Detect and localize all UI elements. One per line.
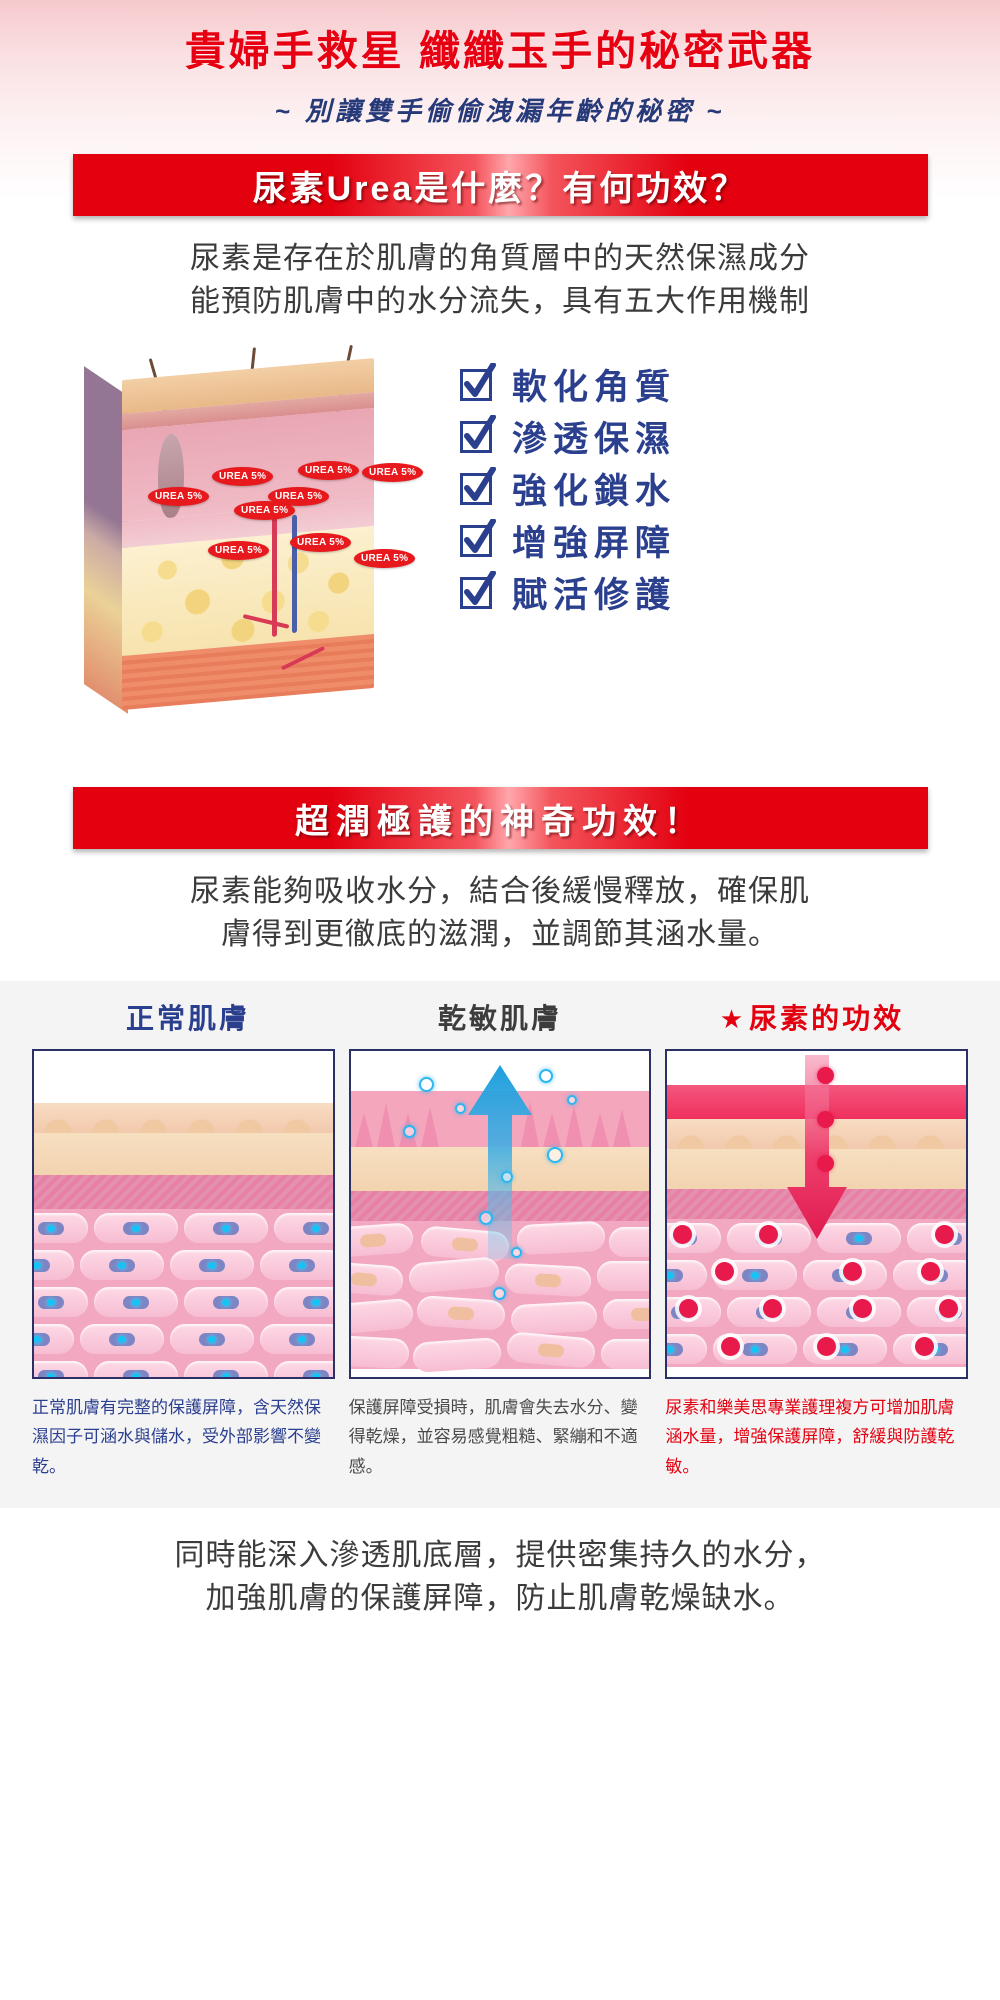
water-droplet-icon — [492, 1286, 506, 1300]
urea-molecule-icon — [817, 1336, 837, 1356]
urea-molecule-icon — [759, 1224, 779, 1244]
water-droplet-icon — [418, 1076, 434, 1092]
urea-intro-line-2: 能預防肌膚中的水分流失，具有五大作用機制 — [190, 284, 810, 318]
urea-badge: UREA 5% — [212, 467, 274, 487]
page-title: 貴婦手救星 纖纖玉手的秘密武器 — [184, 28, 816, 74]
caption-normal-skin: 正常肌膚有完整的保護屏障，含天然保濕因子可涵水與儲水，受外部影響不變乾。 — [32, 1397, 321, 1477]
water-droplet-icon — [500, 1170, 513, 1183]
urea-badge: UREA 5% — [362, 463, 424, 483]
panel-urea-effect — [665, 1048, 969, 1379]
checklist-item-label: 軟化角質 — [512, 368, 677, 408]
caption-dry-skin: 保護屏障受損時，肌膚會失去水分、變得乾燥，並容易感覺粗糙、緊繃和不適感。 — [348, 1397, 638, 1477]
urea-penetration-down-arrow-icon — [786, 1054, 847, 1239]
checklist-item[interactable]: 滲透保濕 — [460, 414, 676, 459]
urea-molecule-icon — [817, 1154, 835, 1172]
blood-vessel-vein — [292, 515, 297, 634]
urea-molecule-icon — [935, 1224, 955, 1244]
banner-super-moisture: 超潤極護的神奇功效！ — [72, 787, 928, 850]
checklist-item-label: 賦活修護 — [512, 576, 677, 616]
water-droplet-icon — [538, 1068, 553, 1083]
banner-urea-intro: 尿素Urea是什麼？有何功效？ — [72, 154, 928, 217]
water-droplet-icon — [402, 1124, 416, 1138]
check-mark-icon — [464, 518, 496, 553]
skin-cross-section-diagram: UREA 5% UREA 5% UREA 5% UREA 5% UREA 5% … — [84, 341, 424, 761]
column-heading-normal-skin-label: 正常肌膚 — [125, 1002, 250, 1034]
page-subtitle: ~ 別讓雙手偷偷洩漏年齡的秘密 ~ — [274, 96, 726, 127]
urea-badge: UREA 5% — [298, 461, 360, 481]
checkbox-checked-icon[interactable] — [460, 362, 496, 401]
banner-urea-intro-label: 尿素Urea是什麼？有何功效？ — [252, 169, 748, 208]
urea-molecule-icon — [939, 1298, 959, 1318]
checkbox-checked-icon[interactable] — [460, 414, 496, 453]
effect-line-2: 膚得到更徹底的滋潤，並調節其涵水量。 — [221, 918, 779, 952]
urea-molecule-icon — [915, 1336, 935, 1356]
urea-intro-paragraph: 尿素是存在於肌膚的角質層中的天然保濕成分 能預防肌膚中的水分流失，具有五大作用機… — [0, 238, 1000, 323]
check-mark-icon — [464, 570, 496, 605]
hair-follicle-icon — [158, 433, 184, 520]
comparison-captions: 正常肌膚有完整的保護屏障，含天然保濕因子可涵水與儲水，受外部影響不變乾。 保護屏… — [0, 1379, 1000, 1482]
water-droplet-icon — [546, 1146, 563, 1163]
effect-line-1: 尿素能夠吸收水分，結合後緩慢釋放，確保肌 — [190, 875, 810, 909]
urea-molecule-icon — [817, 1110, 835, 1128]
checklist-item-label: 滲透保濕 — [512, 420, 677, 460]
closing-line-2: 加強肌膚的保護屏障，防止肌膚乾燥缺水。 — [205, 1582, 795, 1616]
urea-badge: UREA 5% — [234, 501, 296, 521]
effect-paragraph: 尿素能夠吸收水分，結合後緩慢釋放，確保肌 膚得到更徹底的滋潤，並調節其涵水量。 — [0, 871, 1000, 956]
urea-molecule-icon — [721, 1336, 741, 1356]
checklist-item[interactable]: 強化鎖水 — [460, 466, 676, 511]
urea-badge: UREA 5% — [290, 533, 352, 553]
checklist-item[interactable]: 增強屏障 — [460, 518, 676, 563]
column-heading-urea-effect-label: 尿素的功效 — [749, 1002, 905, 1034]
check-mark-icon — [464, 414, 496, 449]
panel-normal-skin — [32, 1048, 335, 1379]
water-loss-up-arrow-icon — [468, 1064, 532, 1259]
urea-molecule-icon — [673, 1224, 693, 1244]
caption-urea-effect: 尿素和樂美思專業護理複方可增加肌膚涵水量，增強保護屏障，舒緩與防護乾敏。 — [665, 1397, 955, 1477]
checklist-item[interactable]: 軟化角質 — [460, 362, 676, 407]
urea-feature-row: UREA 5% UREA 5% UREA 5% UREA 5% UREA 5% … — [0, 341, 1000, 761]
urea-intro-line-1: 尿素是存在於肌膚的角質層中的天然保濕成分 — [190, 242, 810, 276]
urea-molecule-icon — [817, 1066, 835, 1084]
skin-comparison-section: 正常肌膚 乾敏肌膚 ★尿素的功效 — [0, 980, 1000, 1508]
star-icon: ★ — [719, 1003, 747, 1034]
checklist-item-label: 增強屏障 — [512, 524, 677, 564]
infographic-page: 貴婦手救星 纖纖玉手的秘密武器 ~ 別讓雙手偷偷洩漏年齡的秘密 ~ 尿素Urea… — [0, 28, 1000, 1621]
blood-vessel-artery — [272, 516, 277, 638]
urea-badge: UREA 5% — [208, 541, 270, 561]
comparison-panels — [0, 1037, 1000, 1379]
urea-molecule-icon — [715, 1261, 735, 1281]
water-droplet-icon — [478, 1210, 493, 1225]
urea-molecule-icon — [843, 1261, 863, 1281]
column-heading-dry-skin: 乾敏肌膚 — [344, 997, 656, 1037]
checklist-item-label: 強化鎖水 — [512, 472, 677, 512]
column-heading-urea-effect: ★尿素的功效 — [656, 997, 968, 1037]
closing-line-1: 同時能深入滲透肌底層，提供密集持久的水分， — [174, 1538, 826, 1572]
urea-molecule-icon — [853, 1298, 873, 1318]
water-droplet-icon — [566, 1094, 577, 1105]
urea-benefit-checklist: 軟化角質 滲透保濕 強化鎖水 — [460, 341, 676, 623]
checkbox-checked-icon[interactable] — [460, 466, 496, 505]
water-droplet-icon — [510, 1246, 522, 1258]
checkbox-checked-icon[interactable] — [460, 518, 496, 557]
banner-super-moisture-label: 超潤極護的神奇功效！ — [295, 802, 705, 841]
urea-badge: UREA 5% — [148, 487, 210, 507]
checklist-item[interactable]: 賦活修護 — [460, 570, 676, 615]
water-droplet-icon — [454, 1102, 466, 1114]
check-mark-icon — [464, 362, 496, 397]
urea-badge: UREA 5% — [354, 549, 416, 569]
panel-dry-sensitive-skin — [348, 1048, 652, 1379]
comparison-headings: 正常肌膚 乾敏肌膚 ★尿素的功效 — [0, 997, 1000, 1037]
urea-molecule-icon — [921, 1261, 941, 1281]
urea-badge: UREA 5% — [268, 487, 330, 507]
closing-paragraph: 同時能深入滲透肌底層，提供密集持久的水分， 加強肌膚的保護屏障，防止肌膚乾燥缺水… — [0, 1534, 1000, 1621]
column-heading-normal-skin: 正常肌膚 — [32, 997, 344, 1037]
urea-molecule-icon — [763, 1298, 783, 1318]
checkbox-checked-icon[interactable] — [460, 570, 496, 609]
column-heading-dry-skin-label: 乾敏肌膚 — [437, 1002, 562, 1034]
urea-molecule-icon — [679, 1298, 699, 1318]
check-mark-icon — [464, 466, 496, 501]
